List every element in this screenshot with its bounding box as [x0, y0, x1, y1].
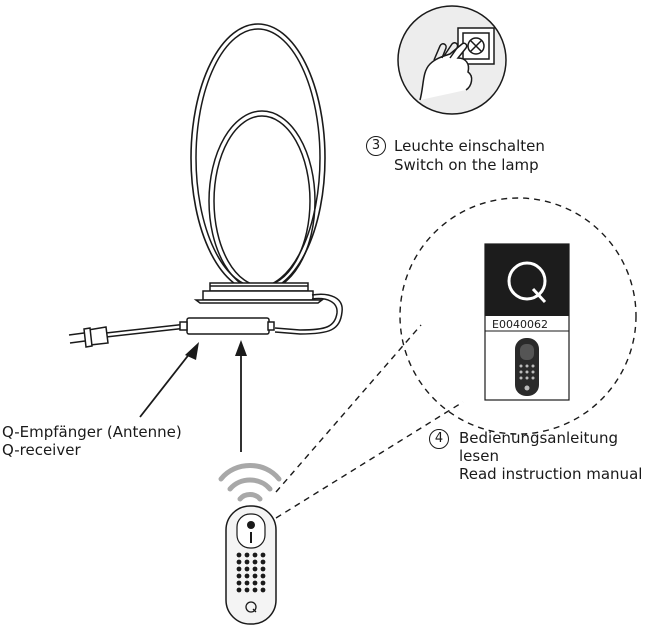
- power-cable: [105, 293, 343, 338]
- remote-key-dot: [252, 573, 258, 579]
- remote-key-dot: [236, 552, 242, 558]
- remote-key-dot: [260, 566, 266, 572]
- remote-key-dot: [260, 587, 266, 593]
- power-plug: [68, 326, 109, 348]
- step-3-number: 3: [366, 136, 386, 156]
- step-4-title-en: Read instruction manual: [459, 465, 643, 483]
- remote-key-dot: [252, 587, 258, 593]
- remote-key-dot: [252, 552, 258, 558]
- switch-illustration: [397, 5, 507, 115]
- remote-key-dot: [252, 580, 258, 586]
- receiver-label-en: Q-receiver: [2, 441, 81, 459]
- step-4-number: 4: [429, 429, 449, 449]
- remote-key-dot: [260, 580, 266, 586]
- remote-key-dot: [244, 552, 250, 558]
- q-receiver-box: [179, 317, 275, 335]
- remote-control: [225, 505, 277, 625]
- step-3-title-en: Switch on the lamp: [394, 156, 539, 174]
- remote-key-dot: [260, 552, 266, 558]
- remote-key-dot: [236, 573, 242, 579]
- step-4-title-de: Bedienungsanleitung: [459, 429, 618, 447]
- manual-callout: [275, 197, 637, 519]
- remote-key-dot: [236, 566, 242, 572]
- lamp-illustration: [190, 23, 326, 304]
- remote-key-dot: [252, 566, 258, 572]
- remote-key-dot: [244, 573, 250, 579]
- remote-key-dot: [260, 559, 266, 565]
- remote-key-dot: [252, 559, 258, 565]
- remote-key-dot: [244, 559, 250, 565]
- arrow-head-left: [185, 342, 199, 360]
- signal-waves-icon: [218, 463, 282, 502]
- remote-key-dot: [236, 580, 242, 586]
- instruction-manual: [484, 243, 570, 401]
- remote-buttons: [236, 552, 266, 593]
- receiver-arrow-left: [139, 347, 195, 418]
- remote-key-dot: [236, 559, 242, 565]
- step-3-title-de: Leuchte einschalten: [394, 137, 545, 155]
- remote-key-dot: [236, 587, 242, 593]
- remote-key-dot: [244, 580, 250, 586]
- remote-key-dot: [244, 587, 250, 593]
- step-4-title-de-2: lesen: [459, 447, 499, 465]
- arrow-head-up: [235, 340, 247, 356]
- remote-key-dot: [244, 566, 250, 572]
- remote-key-dot: [260, 573, 266, 579]
- receiver-label-de: Q-Empfänger (Antenne): [2, 423, 182, 441]
- manual-code: E0040062: [492, 318, 548, 331]
